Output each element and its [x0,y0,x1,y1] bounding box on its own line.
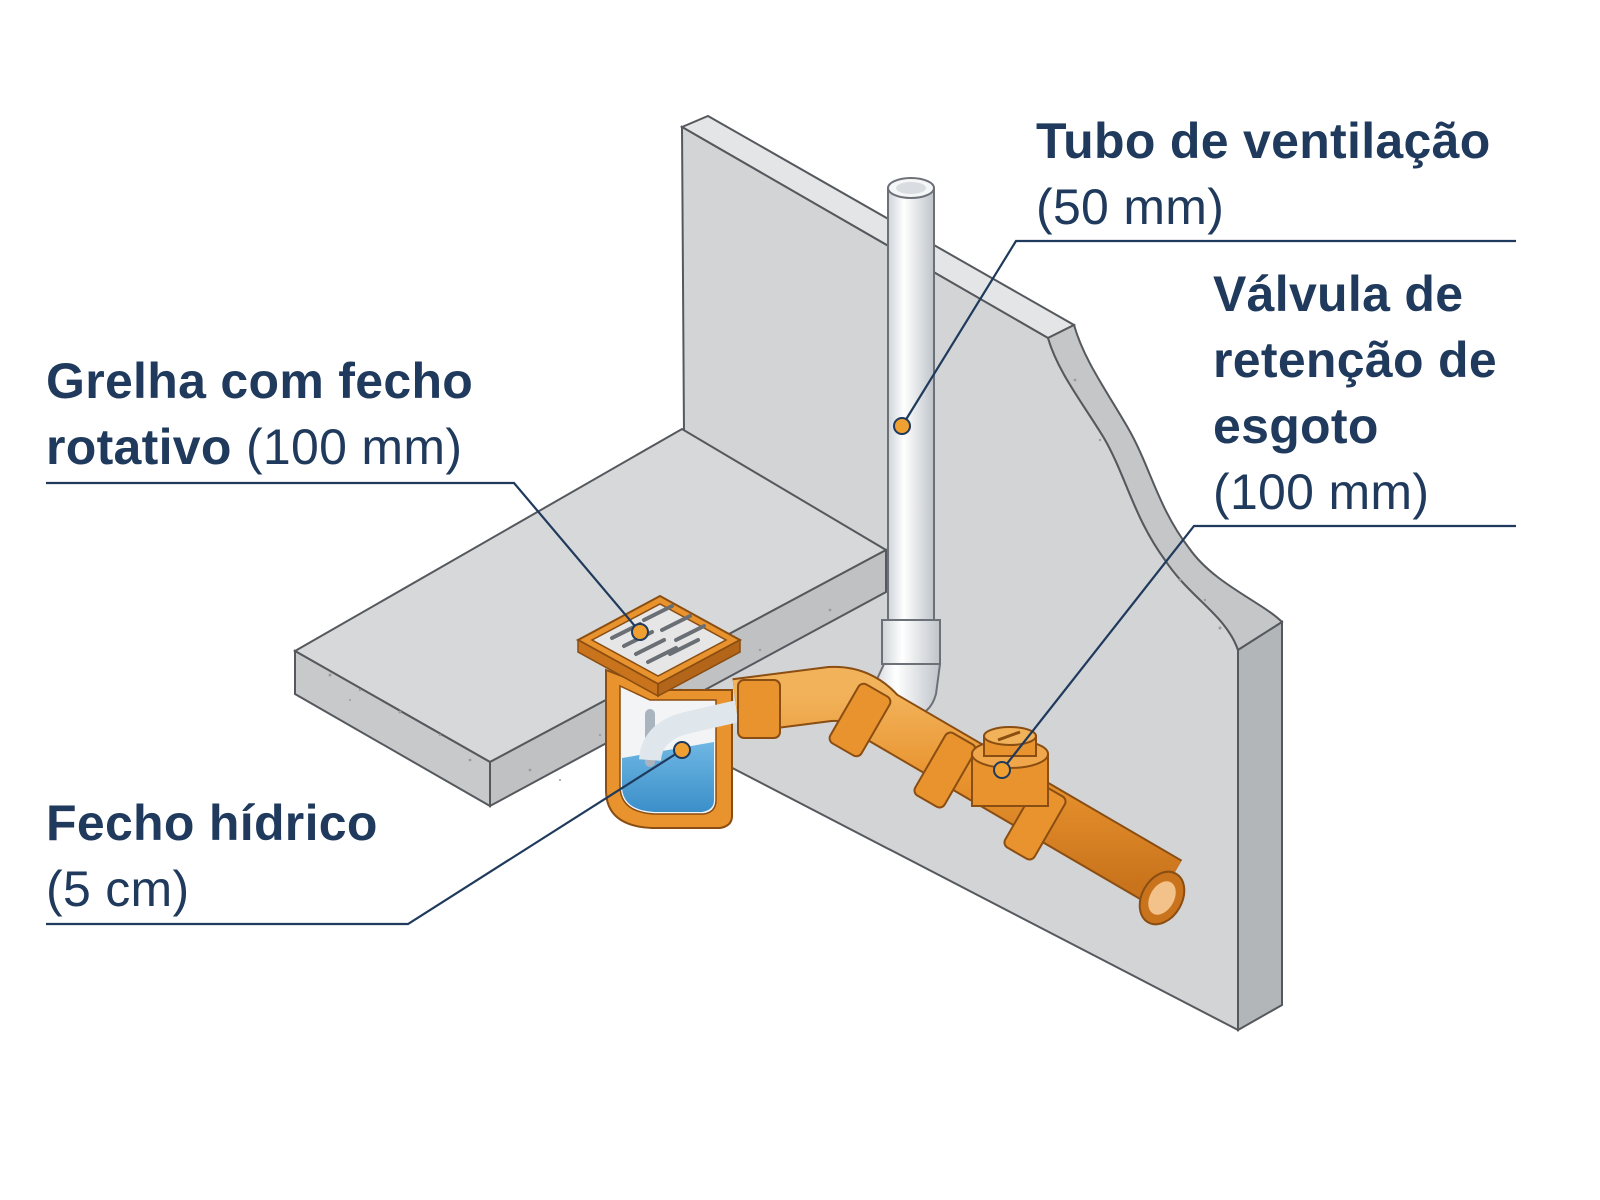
callout-fecho: Fecho hídrico (5 cm) [46,790,378,922]
trap-body [605,668,763,829]
drain-grate [575,594,743,698]
callout-tubo: Tubo de ventilação (50 mm) [1036,108,1491,240]
marker-dot-grelha [631,623,649,641]
callout-grelha-spec: (100 mm) [245,419,463,475]
leader-line-valvula [1001,524,1516,771]
callout-valvula-title-line1: Válvula de [1213,266,1464,322]
leader-lines [46,239,1516,926]
leader-line-fecho [46,749,683,926]
callout-grelha: Grelha com fecho rotativo (100 mm) [46,348,473,480]
callout-tubo-spec: (50 mm) [1036,179,1225,235]
callout-valvula-title-line2: retenção de [1213,332,1497,388]
marker-dot-valvula [993,761,1011,779]
callout-grelha-title-line2: rotativo [46,419,232,475]
leader-line-tubo [901,239,1516,427]
callout-valvula-spec: (100 mm) [1213,464,1430,520]
check-valve [971,726,1049,807]
drain-pipe [732,665,1186,926]
concrete-wall [679,114,1284,1032]
marker-dot-tubo [893,417,911,435]
callout-valvula: Válvula de retenção de esgoto (100 mm) [1213,261,1497,525]
leader-line-grelha [46,481,641,633]
callout-grelha-title-line1: Grelha com fecho [46,353,474,409]
callout-valvula-title-line3: esgoto [1213,398,1379,454]
callout-tubo-title: Tubo de ventilação [1036,113,1491,169]
callout-fecho-spec: (5 cm) [46,861,190,917]
marker-dot-fecho [673,741,691,759]
marker-dots [631,417,1011,779]
callout-fecho-title: Fecho hídrico [46,795,378,851]
